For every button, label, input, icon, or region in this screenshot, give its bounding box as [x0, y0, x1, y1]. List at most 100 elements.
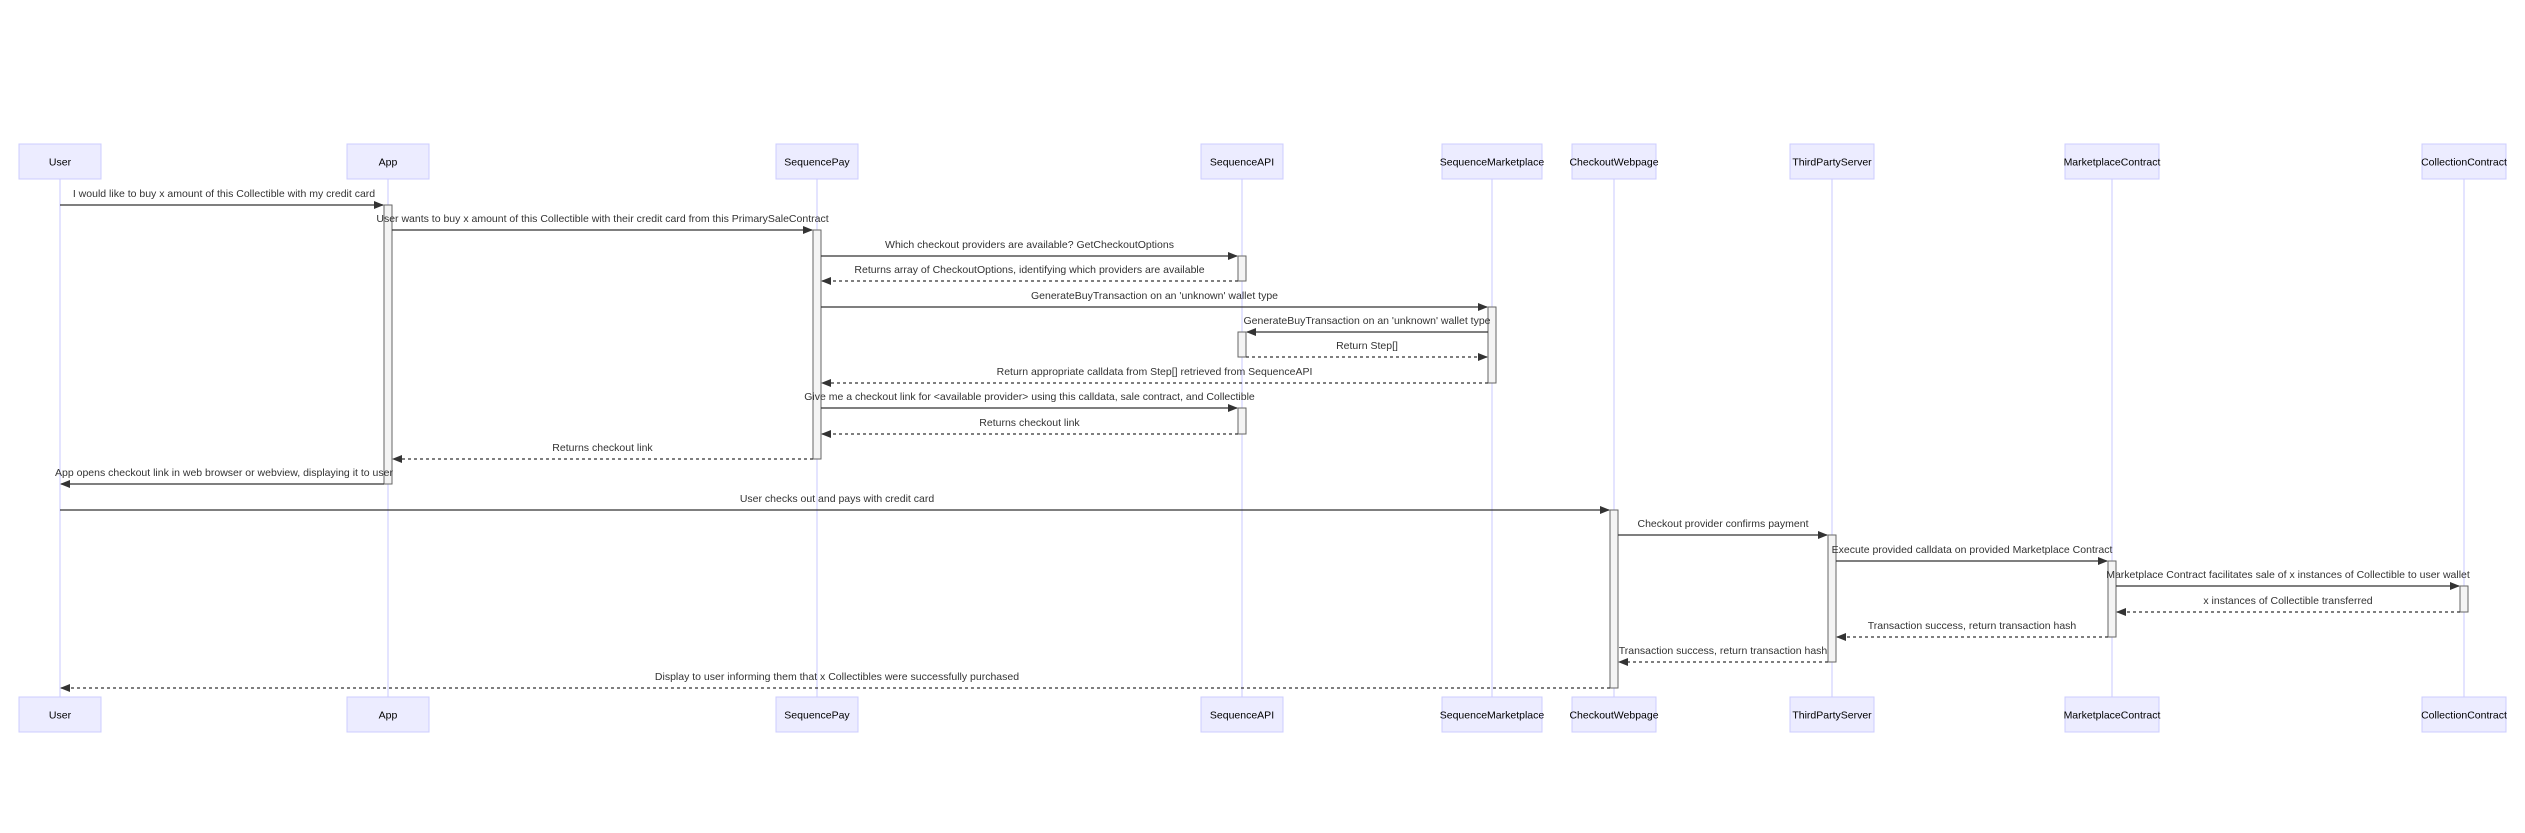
- actor-top-user: User: [18, 143, 102, 180]
- message-label: Which checkout providers are available? …: [885, 239, 1174, 251]
- message: Return Step[]: [1246, 340, 1488, 361]
- message: Transaction success, return transaction …: [1836, 620, 2108, 641]
- actor-top-seqmkt: SequenceMarketplace: [1440, 143, 1545, 180]
- actor-bottom-seqpay: SequencePay: [775, 696, 859, 733]
- message: Display to user informing them that x Co…: [60, 671, 1610, 692]
- actor-bottom-seqmkt: SequenceMarketplace: [1440, 696, 1545, 733]
- message-label: Returns array of CheckoutOptions, identi…: [854, 264, 1204, 276]
- message-label: GenerateBuyTransaction on an 'unknown' w…: [1031, 290, 1278, 302]
- actor-label: User: [49, 710, 72, 722]
- activation-seqapi: [1237, 331, 1247, 358]
- actor-label: ThirdPartyServer: [1792, 710, 1872, 722]
- actor-box: [2421, 143, 2507, 180]
- actor-box: [1441, 696, 1543, 733]
- actor-bottom-seqapi: SequenceAPI: [1200, 696, 1284, 733]
- actor-label: CollectionContract: [2421, 710, 2507, 722]
- actor-label: SequenceMarketplace: [1440, 157, 1545, 169]
- message: GenerateBuyTransaction on an 'unknown' w…: [821, 290, 1488, 311]
- activation-seqmkt: [1487, 306, 1497, 384]
- actor-box: [346, 143, 430, 180]
- actor-label: SequencePay: [784, 710, 850, 722]
- message-label: I would like to buy x amount of this Col…: [73, 188, 375, 200]
- actor-label: SequenceAPI: [1210, 710, 1274, 722]
- message-label: Checkout provider confirms payment: [1638, 518, 1809, 530]
- message-label: GenerateBuyTransaction on an 'unknown' w…: [1243, 315, 1490, 327]
- message: Returns checkout link: [821, 417, 1238, 438]
- actor-box: [775, 143, 859, 180]
- message-label: x instances of Collectible transferred: [2203, 595, 2372, 607]
- message-label: Return appropriate calldata from Step[] …: [997, 366, 1313, 378]
- actor-box: [346, 696, 430, 733]
- message-label: User wants to buy x amount of this Colle…: [376, 213, 828, 225]
- actor-label: User: [49, 157, 72, 169]
- message-label: Execute provided calldata on provided Ma…: [1832, 544, 2113, 556]
- activation-app: [383, 204, 393, 485]
- message-label: Transaction success, return transaction …: [1868, 620, 2077, 632]
- actor-label: SequenceMarketplace: [1440, 710, 1545, 722]
- actor-box: [1789, 696, 1875, 733]
- activation-third: [1827, 534, 1837, 663]
- actor-box: [2421, 696, 2507, 733]
- message-label: App opens checkout link in web browser o…: [55, 467, 393, 479]
- actor-box: [1200, 143, 1284, 180]
- message-label: Give me a checkout link for <available p…: [804, 391, 1255, 403]
- message: GenerateBuyTransaction on an 'unknown' w…: [1243, 315, 1491, 336]
- actor-box: [1789, 143, 1875, 180]
- actor-top-mktcontract: MarketplaceContract: [2064, 143, 2161, 180]
- message: Marketplace Contract facilitates sale of…: [2106, 569, 2470, 590]
- actor-box: [18, 696, 102, 733]
- activation-seqapi: [1237, 255, 1247, 282]
- actor-bottom-collcontract: CollectionContract: [2421, 696, 2507, 733]
- actor-label: App: [379, 157, 398, 169]
- actor-label: SequencePay: [784, 157, 850, 169]
- actor-label: MarketplaceContract: [2064, 710, 2161, 722]
- actor-box: [2064, 696, 2160, 733]
- message: Execute provided calldata on provided Ma…: [1832, 544, 2113, 565]
- actor-label: ThirdPartyServer: [1792, 157, 1872, 169]
- actor-label: CheckoutWebpage: [1569, 710, 1658, 722]
- actor-box: [1571, 696, 1657, 733]
- actor-top-collcontract: CollectionContract: [2421, 143, 2507, 180]
- actor-box: [1571, 143, 1657, 180]
- message-label: Return Step[]: [1336, 340, 1398, 352]
- activation-seqapi: [1237, 407, 1247, 435]
- message: Give me a checkout link for <available p…: [804, 391, 1255, 412]
- actor-top-third: ThirdPartyServer: [1789, 143, 1875, 180]
- actor-box: [18, 143, 102, 180]
- message: x instances of Collectible transferred: [2116, 595, 2460, 616]
- message-label: Display to user informing them that x Co…: [655, 671, 1019, 683]
- message: Transaction success, return transaction …: [1618, 645, 1828, 666]
- actor-top-seqapi: SequenceAPI: [1200, 143, 1284, 180]
- message: I would like to buy x amount of this Col…: [60, 188, 384, 209]
- message: Return appropriate calldata from Step[] …: [821, 366, 1488, 387]
- actor-bottom-app: App: [346, 696, 430, 733]
- actor-box: [775, 696, 859, 733]
- message-label: Returns checkout link: [552, 442, 653, 454]
- actor-box: [1441, 143, 1543, 180]
- actor-bottom-mktcontract: MarketplaceContract: [2064, 696, 2161, 733]
- message-label: User checks out and pays with credit car…: [740, 493, 934, 505]
- actor-top-app: App: [346, 143, 430, 180]
- message: Which checkout providers are available? …: [821, 239, 1238, 260]
- actor-top-seqpay: SequencePay: [775, 143, 859, 180]
- actor-label: CheckoutWebpage: [1569, 157, 1658, 169]
- activation-mktcontract: [2107, 560, 2117, 638]
- message: Returns checkout link: [392, 442, 813, 463]
- activation-seqpay: [812, 229, 822, 460]
- actor-bottom-third: ThirdPartyServer: [1789, 696, 1875, 733]
- actor-label: App: [379, 710, 398, 722]
- actor-box: [1200, 696, 1284, 733]
- actor-label: CollectionContract: [2421, 157, 2507, 169]
- activation-collcontract: [2459, 585, 2469, 613]
- activation-checkout: [1609, 509, 1619, 689]
- actor-bottom-user: User: [18, 696, 102, 733]
- actor-box: [2064, 143, 2160, 180]
- message-label: Marketplace Contract facilitates sale of…: [2106, 569, 2470, 581]
- actor-label: SequenceAPI: [1210, 157, 1274, 169]
- actor-bottom-checkout: CheckoutWebpage: [1569, 696, 1659, 733]
- message-label: Returns checkout link: [979, 417, 1080, 429]
- actor-label: MarketplaceContract: [2064, 157, 2161, 169]
- message: User wants to buy x amount of this Colle…: [376, 213, 829, 234]
- actor-top-checkout: CheckoutWebpage: [1569, 143, 1659, 180]
